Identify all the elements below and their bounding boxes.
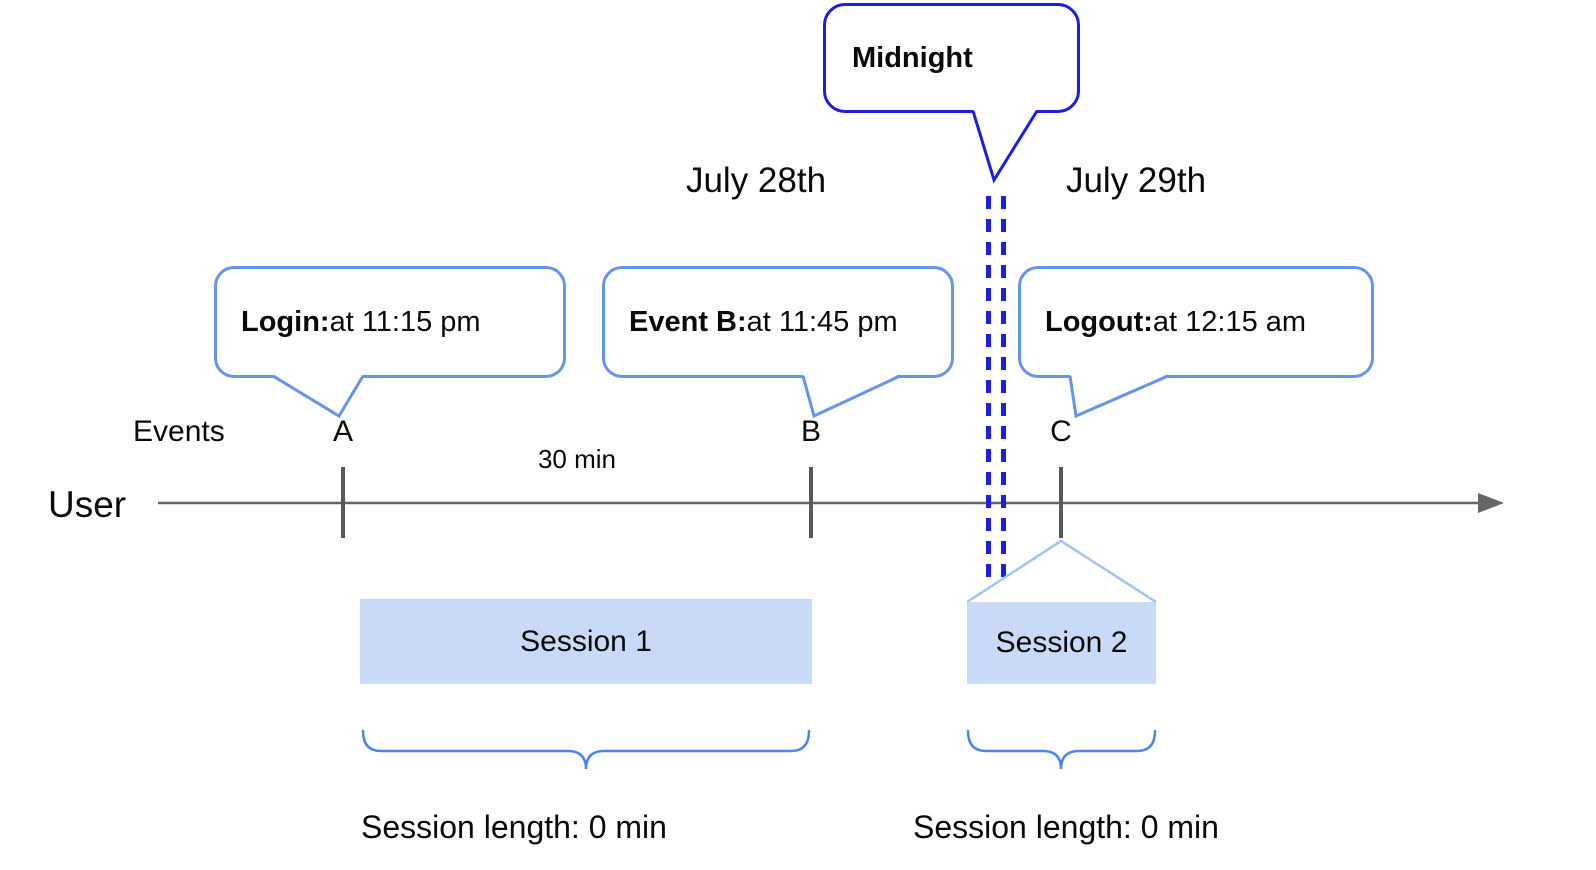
session-2-brace bbox=[966, 729, 1157, 770]
callout-login-tail bbox=[272, 374, 365, 419]
session-2-label: Session 2 bbox=[995, 626, 1128, 659]
date-label-july29: July 29th bbox=[1065, 161, 1207, 200]
callout-logout-tail bbox=[1068, 374, 1169, 419]
events-row-label: Events bbox=[133, 415, 225, 448]
event-tick-label-c: C bbox=[1050, 415, 1072, 448]
callout-logout-title: Logout: bbox=[1045, 305, 1153, 338]
user-axis-label: User bbox=[48, 484, 127, 525]
interval-label-30min: 30 min bbox=[537, 444, 617, 474]
callout-login-title: Login: bbox=[241, 305, 330, 338]
midnight-callout: Midnight bbox=[823, 3, 1080, 113]
session-2-connector bbox=[966, 539, 1157, 604]
callout-event-b-detail: at 11:45 pm bbox=[746, 305, 898, 338]
callout-event-b-title: Event B: bbox=[629, 305, 747, 338]
callout-event-b-tail bbox=[801, 374, 901, 419]
midnight-callout-label: Midnight bbox=[852, 41, 973, 74]
date-label-july28: July 28th bbox=[685, 161, 827, 200]
session-1-label: Session 1 bbox=[520, 624, 652, 658]
callout-logout: Logout: at 12:15 am bbox=[1018, 266, 1374, 378]
callout-event-b: Event B: at 11:45 pm bbox=[602, 266, 954, 378]
session-1-box: Session 1 bbox=[360, 599, 812, 684]
callout-logout-detail: at 12:15 am bbox=[1152, 305, 1307, 338]
session-2-box: Session 2 bbox=[967, 602, 1156, 684]
session-1-brace bbox=[361, 729, 811, 770]
event-tick-label-b: B bbox=[800, 415, 822, 448]
callout-login: Login: at 11:15 pm bbox=[214, 266, 566, 378]
session-1-length-label: Session length: 0 min bbox=[361, 809, 667, 845]
session-2-length-label: Session length: 0 min bbox=[913, 809, 1219, 845]
midnight-callout-tail bbox=[971, 109, 1039, 184]
event-tick-label-a: A bbox=[332, 415, 354, 448]
callout-login-detail: at 11:15 pm bbox=[329, 305, 481, 338]
timeline-arrowhead bbox=[1478, 493, 1504, 513]
